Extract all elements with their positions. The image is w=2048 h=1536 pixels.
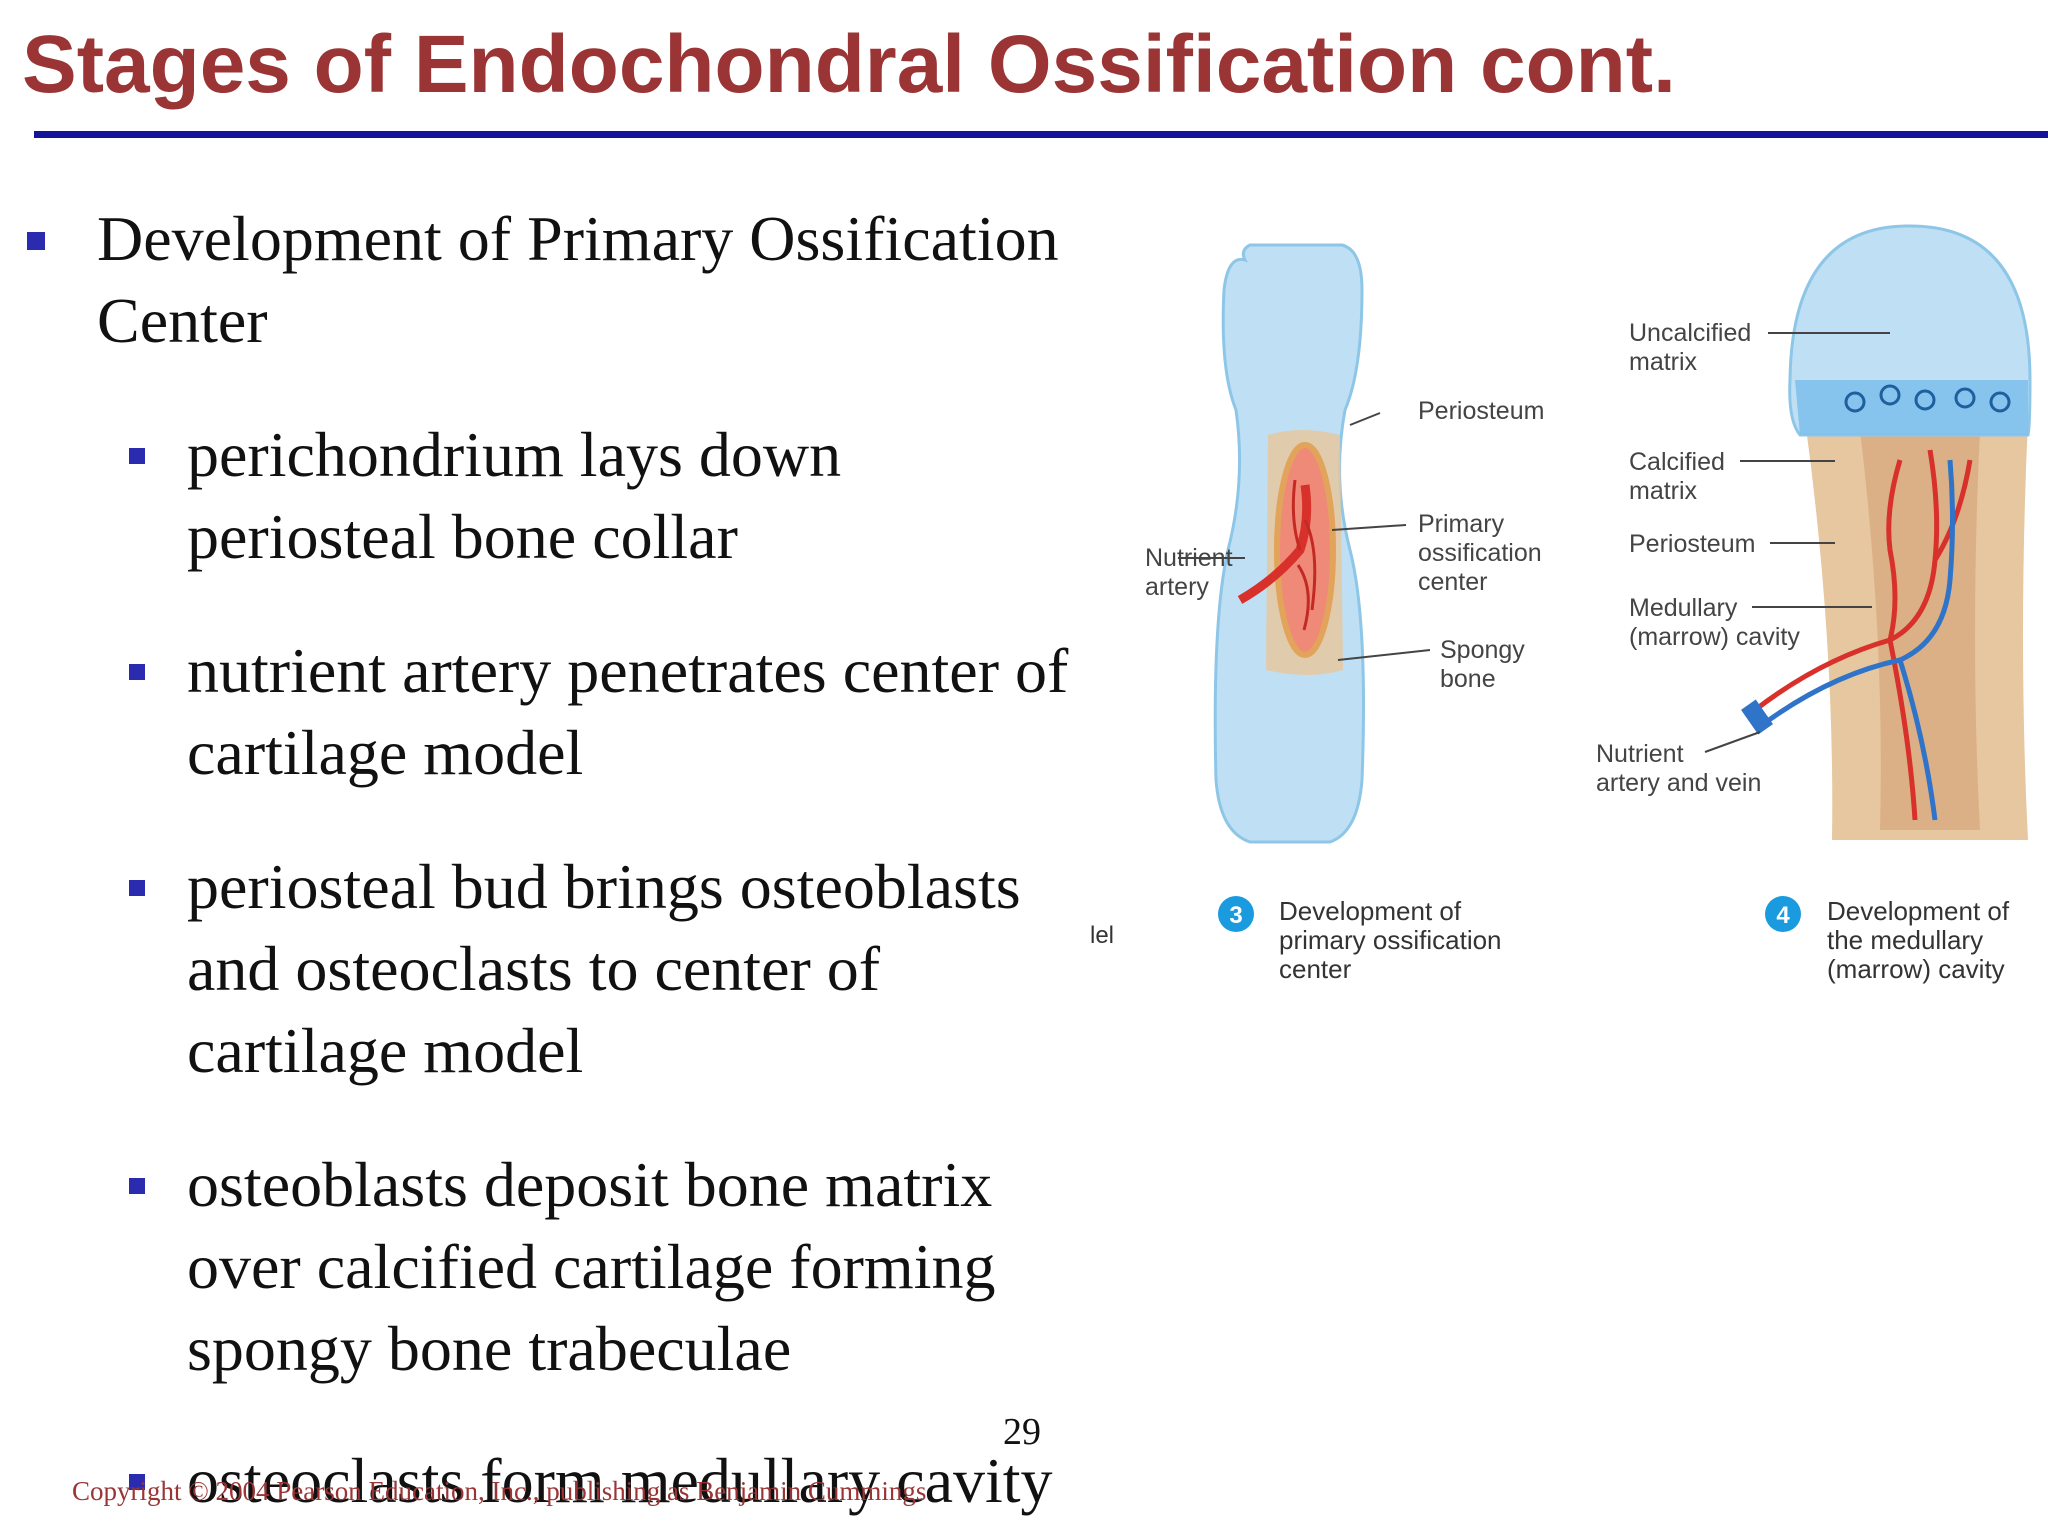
leader-line (1704, 731, 1761, 753)
bullet-text: periosteal bud brings osteoblasts (187, 851, 1021, 922)
step-number: 3 (1229, 902, 1242, 929)
label-periosteum-4: Periosteum (1629, 530, 1755, 558)
slide-title: Stages of Endochondral Ossification cont… (22, 19, 1676, 110)
bullet-item: periosteal bud brings osteoblasts and os… (129, 846, 1021, 1092)
bullet-marker (129, 1474, 145, 1490)
bullet-marker (129, 880, 145, 896)
bullet-text: spongy bone trabeculae (187, 1313, 792, 1384)
label-calcified-matrix: Calcified (1629, 448, 1725, 476)
bullet-text: perichondrium lays down (187, 419, 842, 490)
label-uncalcified-matrix: matrix (1629, 348, 1698, 376)
bullet-text: osteoclasts form medullary cavity (187, 1445, 1053, 1516)
bullet-item: Development of Primary Ossification Cent… (27, 198, 1059, 362)
bullet-text: cartilage model (187, 1015, 584, 1086)
bullet-marker (129, 448, 145, 464)
leader-line (1337, 649, 1431, 661)
label-primary-ossification: center (1418, 568, 1487, 596)
bullet-item: perichondrium lays down periosteal bone … (129, 414, 842, 578)
chondrocyte (1879, 384, 1901, 406)
panel-3-caption: primary ossification (1279, 925, 1502, 955)
label-nutrient-artery-vein: Nutrient (1596, 740, 1684, 768)
label-nutrient-artery-vein: artery and vein (1596, 769, 1761, 797)
label-primary-ossification: Primary (1418, 510, 1505, 538)
bullet-text: Development of Primary Ossification (97, 203, 1059, 274)
bullet-list: Development of Primary Ossification Cent… (0, 190, 1095, 1536)
bullet-marker (129, 1178, 145, 1194)
step-number: 4 (1776, 902, 1790, 929)
primary-ossification-center (1274, 442, 1336, 658)
bullet-text: osteoblasts deposit bone matrix (187, 1149, 993, 1220)
label-medullary-cavity: Medullary (1629, 594, 1738, 622)
label-medullary-cavity: (marrow) cavity (1629, 623, 1800, 651)
label-uncalcified-matrix: Uncalcified (1629, 319, 1751, 347)
copyright-notice: Copyright © 2004 Pearson Education, Inc.… (72, 1476, 927, 1506)
panel-4-caption: Development of (1827, 896, 2010, 926)
chondrocyte (1844, 391, 1866, 413)
bullet-text: cartilage model (187, 717, 584, 788)
label-calcified-matrix: matrix (1629, 477, 1698, 505)
vein-network (1760, 459, 1955, 821)
label-spongy-bone: Spongy (1440, 636, 1525, 664)
step-badge (1218, 896, 1254, 932)
label-nutrient-artery: Nutrient (1145, 544, 1233, 572)
leader-line (1349, 412, 1381, 426)
ossification-figure: Periosteum Primary ossification center N… (1145, 224, 2032, 984)
bullet-item: nutrient artery penetrates center of car… (129, 630, 1069, 794)
title-divider (34, 131, 2048, 138)
bullet-text: nutrient artery penetrates center of (187, 635, 1069, 706)
step-badge (1765, 896, 1801, 932)
vessel-cut-end (1741, 699, 1773, 735)
panel-3-caption: center (1279, 954, 1352, 984)
label-periosteum: Periosteum (1418, 397, 1544, 425)
cartilage-model-panel-3 (1213, 243, 1365, 844)
leader-line (1331, 524, 1407, 531)
chondrocyte (1954, 387, 1976, 409)
clipped-label-fragment: lel (1090, 922, 1115, 949)
panel-4-caption: (marrow) cavity (1827, 954, 2005, 984)
panel-4-caption: the medullary (1827, 925, 1983, 955)
panel-3-caption: Development of (1279, 896, 1462, 926)
bullet-text: periosteal bone collar (187, 501, 738, 572)
bullet-text: Center (97, 285, 268, 356)
bone-end-panel-4 (1741, 224, 2032, 840)
label-primary-ossification: ossification (1418, 539, 1542, 567)
artery-branches (1291, 479, 1317, 631)
slide-number: 29 (1003, 1411, 1041, 1453)
bullet-item: osteoblasts deposit bone matrix over cal… (129, 1144, 996, 1390)
bullet-item: osteoclasts form medullary cavity (129, 1440, 1053, 1522)
bullet-marker (27, 232, 45, 250)
chondrocyte (1914, 389, 1936, 411)
label-nutrient-artery: artery (1145, 573, 1209, 601)
chondrocyte (1989, 391, 2011, 413)
bullet-text: and osteoclasts to center of (187, 933, 881, 1004)
bullet-text: over calcified cartilage forming (187, 1231, 996, 1302)
bullet-marker (129, 664, 145, 680)
label-spongy-bone: bone (1440, 665, 1496, 693)
artery-network (1753, 449, 1973, 821)
